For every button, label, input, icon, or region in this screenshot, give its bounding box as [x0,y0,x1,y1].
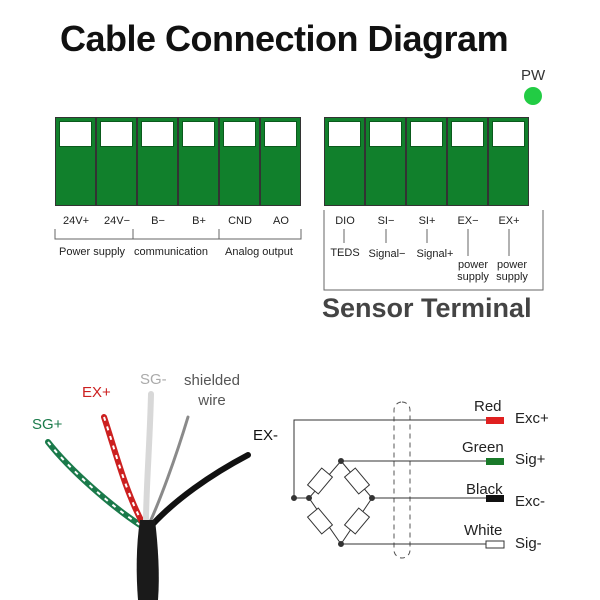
bridge-color-label: White [464,522,503,539]
pin-label: SI− [377,215,395,227]
pw-indicator-light [524,87,542,105]
pin-label: B+ [192,215,206,227]
wire-end-black [486,495,504,502]
pin-label: DIO [335,215,355,227]
pw-label: PW [521,67,546,84]
terminal-slot-b-minus [138,118,177,205]
wire-label-shielded: shielded wire [184,372,240,409]
pin-description: Signal− [368,248,406,260]
wire-label-ex-plus: EX+ [82,384,111,401]
wire-end-red [486,417,504,424]
pin-label: B− [151,215,165,227]
terminal-slot-ao [261,118,300,205]
pin-label: SI+ [418,215,436,227]
group-brackets [54,210,544,291]
wire-label-ex-minus: EX- [253,427,279,444]
terminal-slot-b-plus [179,118,218,205]
pin-description: TEDS [330,247,360,259]
cable-graphic [45,391,251,600]
wire-label-sg-plus: SG+ [32,416,63,433]
pin-description: power supply [496,259,528,283]
terminal-slot-si-plus [407,118,446,205]
bridge-color-label: Green [462,439,504,456]
wire-end-green [486,458,504,465]
pin-label: EX+ [498,215,520,227]
page-title: Cable Connection Diagram [60,18,509,59]
bridge-signal-label: Sig+ [515,451,546,468]
wire-label-sg-minus: SG- [140,371,167,388]
right-terminal-block [324,117,529,206]
pin-label: 24V− [104,215,130,227]
bridge-color-label: Black [466,481,503,498]
terminal-slot-si-minus [366,118,405,205]
terminal-slot-ex-minus [448,118,487,205]
sensor-terminal-title: Sensor Terminal [322,293,532,323]
pin-label: AO [273,215,289,227]
terminal-slot-dio [325,118,364,205]
group-label-power: Power supply [59,246,126,258]
pin-description: power supply [457,259,489,283]
terminal-slot-24v-minus [97,118,136,205]
group-label-analog: Analog output [225,246,293,258]
pin-label: EX− [457,215,479,227]
terminal-slot-ex-plus [489,118,528,205]
bridge-signal-label: Exc+ [515,410,549,427]
pin-label: 24V+ [63,215,89,227]
pin-description: Signal+ [416,248,454,260]
wire-end-white [485,540,505,549]
terminal-slot-24v-plus [56,118,95,205]
terminal-slot-cnd [220,118,259,205]
bridge-color-label: Red [474,398,502,415]
group-label-communication: communication [134,246,208,258]
bridge-signal-label: Sig- [515,535,542,552]
pin-label: CND [228,215,252,227]
bridge-signal-label: Exc- [515,493,545,510]
bridge-graphic [291,401,486,559]
left-terminal-block [55,117,301,206]
